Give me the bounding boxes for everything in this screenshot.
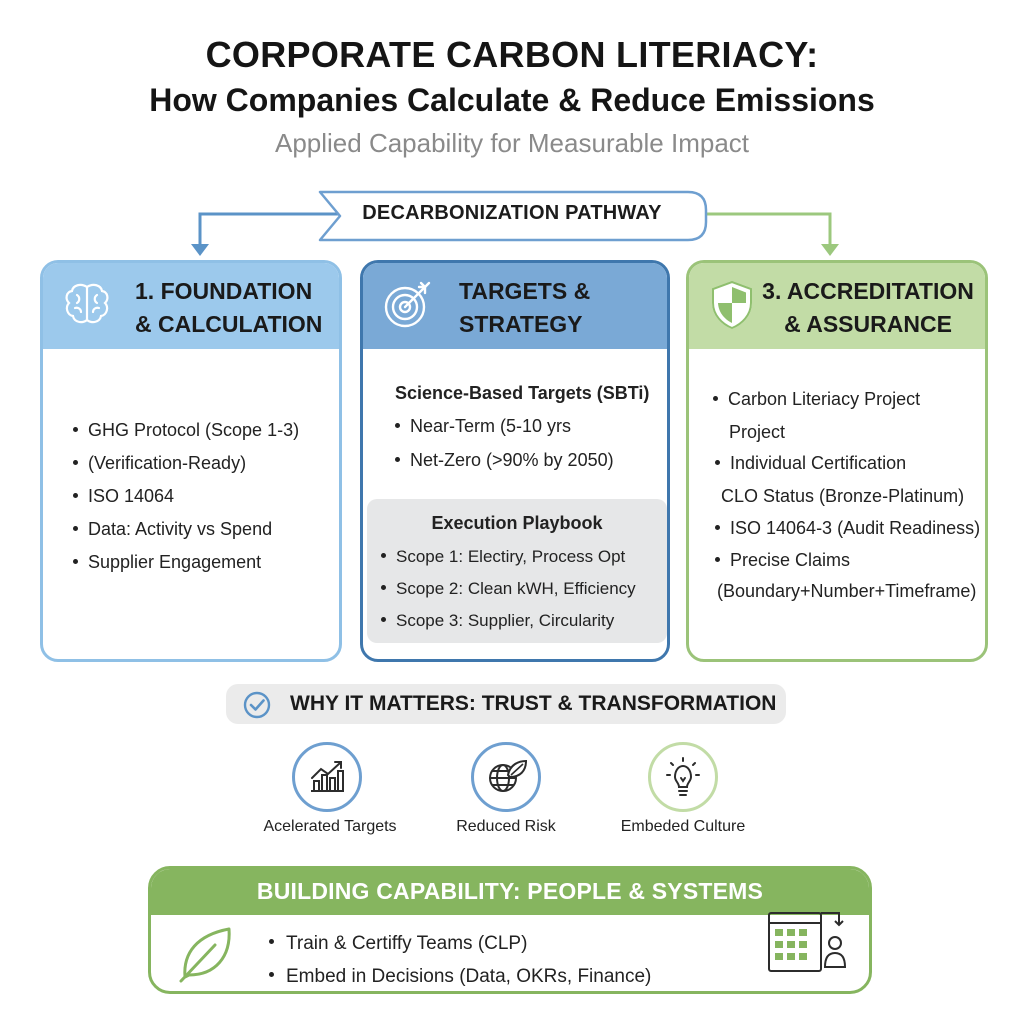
globe-leaf-icon [489,759,528,792]
list-item: Embed in Decisions (Data, OKRs, Finance) [269,966,651,988]
lightbulb-icon [666,757,700,796]
card-targets-header: TARGETS & STRATEGY [363,263,667,349]
card-targets: TARGETS & STRATEGY Science-Based Targets… [360,260,670,662]
list-item-cont: CLO Status (Bronze-Platinum) [721,486,965,506]
list-item: Scope 3: Supplier, Circularity [381,611,614,631]
list-item: Near-Term (5-10 yrs [395,416,571,437]
benefit-circle-culture [648,742,718,812]
benefit-label: Acelerated Targets [263,818,397,835]
growth-chart-icon [311,761,344,792]
pathway-right-arrowhead [821,244,839,256]
section-title: Science-Based Targets (SBTi) [395,383,650,403]
list-item: Supplier Engagement [73,552,261,573]
card-accreditation-title: 3. ACCREDITATION & ASSURANCE [762,278,974,337]
leaf-icon [179,927,231,983]
pathway-left-arrowhead [191,244,209,256]
benefit-circle-risk [471,742,541,812]
pathway-label: DECARBONIZATION PATHWAY [362,202,662,224]
list-item-cont: Project [729,422,786,442]
page-subtitle: How Companies Calculate & Reduce Emissio… [149,82,875,118]
list-item: GHG Protocol (Scope 1-3) [73,420,299,441]
list-item: (Verification-Ready) [73,453,246,474]
why-matters-bar [226,684,786,724]
list-item: Net-Zero (>90% by 2050) [395,450,614,471]
page-tagline: Applied Capability for Measurable Impact [274,128,750,158]
list-item: Precise Claims [715,550,850,571]
calendar-person-icon [768,912,847,972]
list-item: ISO 14064-3 (Audit Readiness) [715,518,980,539]
pathway-left-arrow [198,212,338,246]
brain-icon [65,283,109,324]
pathway-right-arrow [706,212,832,246]
capability-panel: BUILDING CAPABILITY: PEOPLE & SYSTEMS Tr… [148,866,872,994]
card-targets-title: TARGETS & STRATEGY [459,278,591,337]
card-accreditation: 3. ACCREDITATION & ASSURANCE Carbon Lite… [686,260,988,662]
playbook-title: Execution Playbook [431,513,603,533]
list-item: Train & Certiffy Teams (CLP) [269,933,527,955]
list-item: Carbon Literiacy Project [713,389,920,410]
execution-playbook: Execution Playbook Scope 1: Electiry, Pr… [367,499,667,643]
list-item-cont: (Boundary+Number+Timeframe) [717,581,977,601]
checkmark-circle-icon [243,691,271,719]
list-item: ISO 14064 [73,486,174,507]
capability-title: BUILDING CAPABILITY: PEOPLE & SYSTEMS [256,878,764,904]
card-foundation-title: 1. FOUNDATION & CALCULATION [135,278,323,337]
benefit-label: Reduced Risk [456,818,556,835]
list-item: Data: Activity vs Spend [73,519,272,540]
list-item: Individual Certification [715,453,906,474]
target-icon [384,281,431,328]
card-accreditation-header: 3. ACCREDITATION & ASSURANCE [689,263,985,349]
benefit-label: Embeded Culture [620,818,746,835]
page-title: CORPORATE CARBON LITERIACY: [205,34,819,75]
card-foundation: 1. FOUNDATION & CALCULATION GHG Protocol… [40,260,342,662]
capability-header: BUILDING CAPABILITY: PEOPLE & SYSTEMS [151,869,869,915]
list-item: Scope 2: Clean kWH, Efficiency [381,579,636,599]
why-matters-title: WHY IT MATTERS: TRUST & TRANSFORMATION [290,692,777,715]
benefit-circle-targets [292,742,362,812]
card-foundation-header: 1. FOUNDATION & CALCULATION [43,263,339,349]
shield-icon [712,280,752,330]
list-item: Scope 1: Electiry, Process Opt [381,547,625,567]
